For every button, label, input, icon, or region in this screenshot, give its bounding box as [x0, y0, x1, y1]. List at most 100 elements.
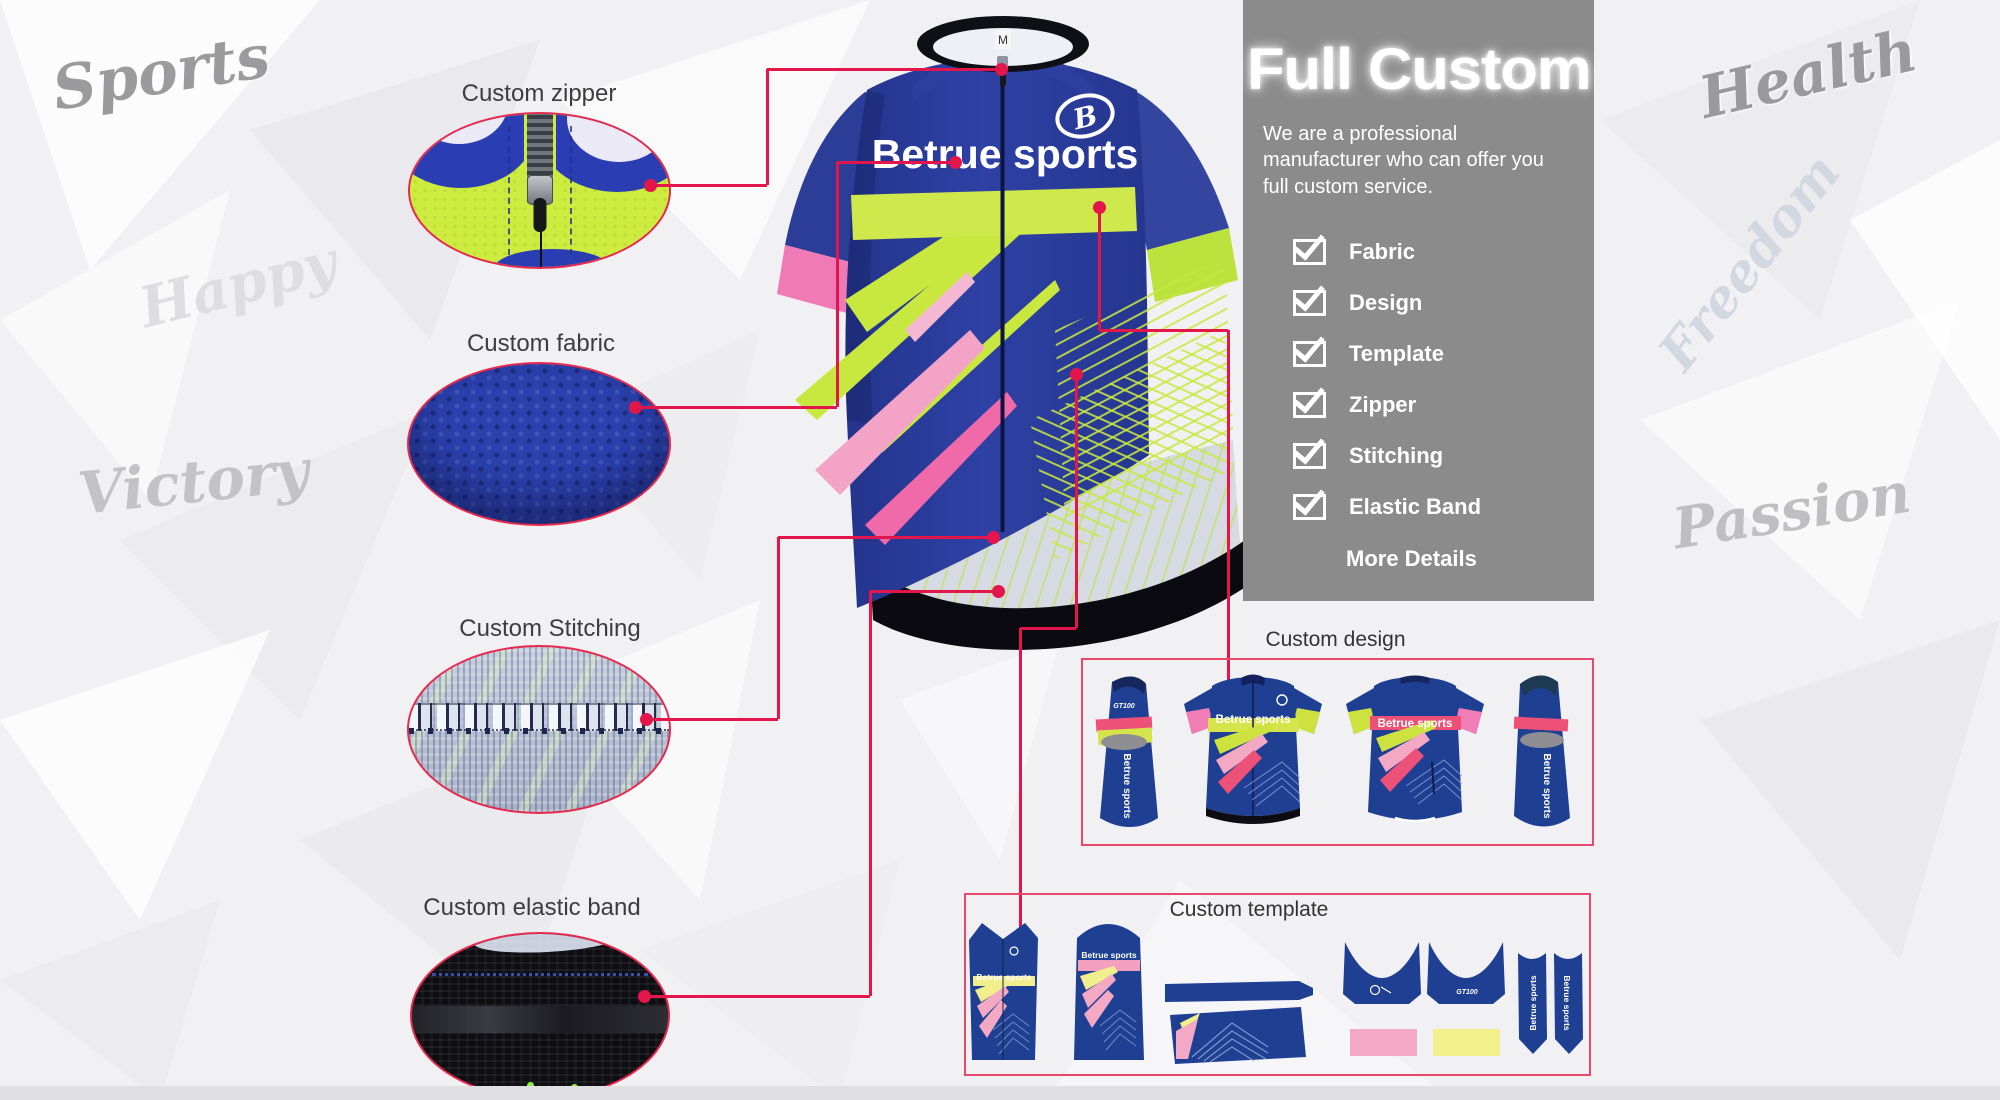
- connector-dot-stitching-oval: [639, 712, 653, 726]
- connector-dot-elastic-target: [991, 584, 1005, 598]
- jersey-green-streak: [795, 212, 1027, 420]
- connector-dot-elastic-oval: [637, 989, 651, 1003]
- checklist-label: Fabric: [1349, 238, 1416, 264]
- design-view-front: Betrue sports: [1184, 674, 1322, 824]
- jersey-size-tag: [995, 30, 1011, 49]
- fabric-detail-photo: [407, 362, 671, 526]
- panel-description: We are a professional manufacturer who c…: [1263, 123, 1544, 198]
- connector-line-zipper: [650, 183, 767, 187]
- template-piece-side-panel-right: Betrue sports: [1554, 953, 1583, 1054]
- design-view-left-side: GT100 Betrue sports: [1095, 676, 1158, 827]
- template-side-left-brand-text: Betrue sports: [1528, 975, 1538, 1031]
- connector-line-zipper: [765, 69, 769, 185]
- design-view-back: Betrue sports: [1346, 675, 1484, 823]
- template-piece-pink-band: [1350, 1029, 1417, 1056]
- custom-zipper-label: Custom zipper: [461, 80, 617, 107]
- jersey-photo: M B Betrue sports: [777, 16, 1247, 650]
- design-back-brand-text: Betrue sports: [1378, 718, 1453, 730]
- jersey-pink-streak: [815, 330, 985, 495]
- checklist-label: Elastic Band: [1349, 493, 1482, 519]
- connector-line-design: [1097, 207, 1101, 330]
- custom-template-title: Custom template: [1169, 898, 1329, 921]
- custom-elastic-band-label: Custom elastic band: [423, 894, 641, 921]
- template-piece-yellow-band: [1433, 1029, 1500, 1056]
- elastic-band-gripper: [412, 1005, 668, 1034]
- more-details-link[interactable]: More Details: [1346, 546, 1477, 572]
- zipper-cord: [539, 227, 542, 267]
- checklist-item-fabric: Fabric: [1293, 226, 1594, 277]
- connector-line-stitching: [646, 717, 778, 721]
- connector-line-design: [1099, 328, 1228, 332]
- connector-dot-zipper-oval: [643, 178, 657, 192]
- elastic-band-stitch-dots: [432, 973, 648, 977]
- checkbox-checked-icon: [1293, 340, 1326, 367]
- checklist-item-design: Design: [1293, 277, 1594, 328]
- connector-line-design: [1226, 330, 1230, 723]
- connector-line-fabric: [835, 162, 839, 407]
- design-left-gt-logo: GT100: [1113, 703, 1135, 710]
- design-front-brand-text: Betrue sports: [1216, 714, 1291, 726]
- template-piece-front-bottom: [1170, 1007, 1306, 1064]
- checklist-item-zipper: Zipper: [1293, 379, 1594, 430]
- custom-stitching-label: Custom Stitching: [459, 615, 641, 642]
- jersey-black-hem-band: [870, 540, 1247, 650]
- template-side-right-brand-text: Betrue sports: [1562, 975, 1572, 1031]
- stitching-seam-row: [409, 703, 669, 732]
- connector-dot-fabric-oval: [628, 400, 642, 414]
- design-right-brand-text: Betrue sports: [1541, 753, 1552, 818]
- checklist-item-template: Template: [1293, 328, 1594, 379]
- connector-line-elastic: [868, 591, 872, 996]
- footer-strip: [0, 1086, 2000, 1100]
- custom-template-box: [964, 893, 1591, 1076]
- checkbox-checked-icon: [1293, 442, 1326, 469]
- template-piece-back-panel: Betrue sports: [1074, 924, 1144, 1060]
- template-piece-front-panel: Betrue sports: [969, 923, 1038, 1060]
- checklist-label: Zipper: [1349, 391, 1417, 417]
- template-front-brand-text: Betrue sports: [976, 972, 1032, 982]
- jersey-pink-streak: [905, 272, 975, 342]
- elastic-band-detail-photo: [410, 932, 670, 1099]
- jersey-chest-stripe: [851, 187, 1137, 240]
- template-piece-sleeve-right: GT100: [1427, 942, 1505, 1004]
- connector-line-template: [1018, 628, 1022, 1008]
- connector-dot-stitching-target: [986, 530, 1000, 544]
- zipper-seam-line: [507, 126, 510, 255]
- connector-dot-zipper-target: [994, 62, 1008, 76]
- connector-line-template: [1074, 374, 1078, 628]
- template-sleeve-gt-logo: GT100: [1456, 989, 1478, 996]
- checklist-label: Stitching: [1349, 442, 1444, 468]
- connector-line-stitching: [778, 535, 993, 539]
- stitching-dot-row: [409, 727, 669, 734]
- connector-line-fabric: [837, 160, 955, 164]
- panel-title: Full Custom: [1247, 37, 1592, 102]
- checkbox-checked-icon: [1293, 391, 1326, 418]
- zipper-seam-line: [569, 126, 572, 255]
- zipper-pull-tab: [533, 198, 546, 233]
- design-left-brand-text: Betrue sports: [1121, 753, 1132, 818]
- checklist-label: Design: [1349, 289, 1423, 315]
- connector-line-elastic: [644, 994, 870, 998]
- design-view-right-side: Betrue sports: [1513, 675, 1570, 827]
- template-piece-side-panel-left: Betrue sports: [1518, 953, 1547, 1054]
- connector-line-elastic: [870, 589, 998, 593]
- checkbox-checked-icon: [1293, 238, 1326, 265]
- checklist-label: Template: [1349, 340, 1444, 366]
- checkbox-checked-icon: [1293, 289, 1326, 316]
- connector-dot-design-source: [1092, 200, 1106, 214]
- full-custom-panel: Full Custom We are a professional manufa…: [1243, 0, 1594, 601]
- elastic-band-green-dot: [527, 1082, 535, 1089]
- jersey-pink-streak: [865, 392, 1017, 545]
- custom-design-title: Custom design: [1265, 628, 1406, 651]
- zipper-photo-blue-shape: [492, 249, 612, 267]
- jersey-size-tag-letter: M: [998, 33, 1008, 47]
- connector-line-template: [1020, 626, 1076, 630]
- custom-fabric-label: Custom fabric: [466, 330, 616, 357]
- template-piece-sleeve-left: [1343, 942, 1421, 1004]
- connector-line-fabric: [635, 405, 837, 409]
- jersey-chevron-pattern: [1030, 330, 1231, 560]
- checklist-item-elastic-band: Elastic Band: [1293, 481, 1594, 532]
- brand-logo-ellipse: [1055, 93, 1115, 139]
- checkbox-checked-icon: [1293, 493, 1326, 520]
- template-back-brand-text: Betrue sports: [1081, 950, 1137, 960]
